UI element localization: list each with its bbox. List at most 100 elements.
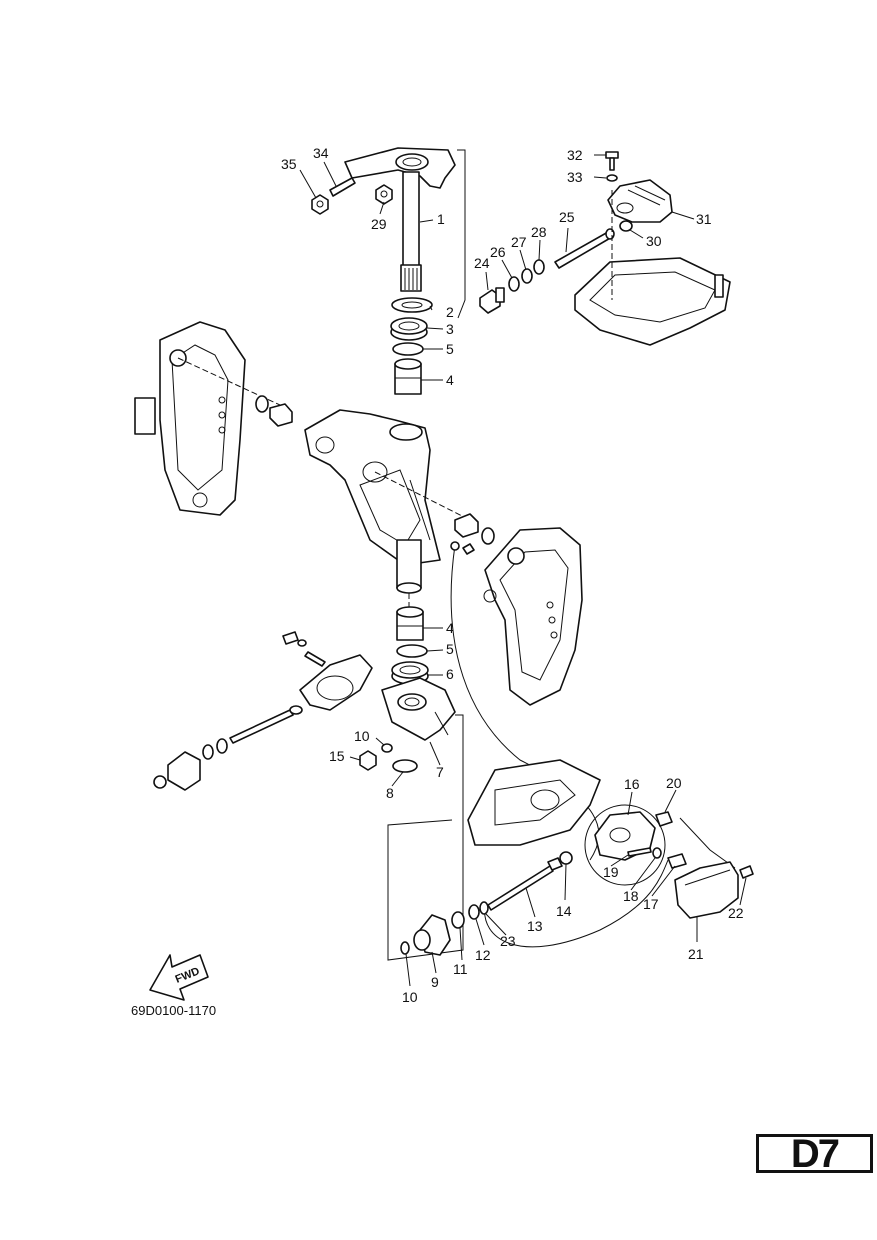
clip-8 (392, 759, 418, 773)
oil-seal-3 (390, 317, 428, 341)
o-ring-5-upper (392, 342, 424, 356)
steering-arm (344, 147, 456, 189)
callout-30: 30 (646, 233, 662, 249)
callout-13: 13 (527, 918, 543, 934)
callout-15: 15 (329, 748, 345, 764)
washer-18 (652, 847, 662, 859)
callout-6: 6 (446, 666, 454, 682)
callout-31: 31 (696, 211, 712, 227)
washer-12 (468, 904, 480, 920)
callout-17: 17 (643, 896, 659, 912)
nut-35 (311, 194, 329, 215)
page-badge-label: D7 (790, 1131, 840, 1176)
bolt-20 (655, 811, 673, 827)
through-bolt-left (202, 705, 303, 760)
oil-seal-6 (391, 661, 429, 685)
callout-18: 18 (623, 888, 639, 904)
callout-4-lower: 4 (446, 620, 454, 636)
bushing-4-lower (396, 606, 424, 641)
washer-2 (391, 297, 433, 313)
fwd-arrow-icon: FWD (149, 954, 209, 1001)
callout-28: 28 (531, 224, 547, 240)
bolt-19 (627, 847, 652, 857)
screw-22 (739, 865, 754, 879)
swivel-housing-top (574, 190, 731, 346)
callout-4-upper: 4 (446, 372, 454, 388)
washer-27 (521, 268, 533, 284)
drawing-code: 69D0100-1170 (131, 1003, 216, 1018)
bushing-4-upper (394, 358, 422, 395)
callout-10-lower: 10 (402, 989, 418, 1005)
clamp-bracket-right (483, 527, 583, 706)
swivel-bracket (304, 409, 441, 566)
lower-mount-16 (584, 804, 666, 886)
exhaust-cover (299, 654, 373, 711)
grease-fitting (450, 541, 475, 555)
steering-shaft (400, 171, 422, 292)
callout-2: 2 (446, 304, 454, 320)
mount-rubber-9 (413, 914, 451, 956)
callout-22: 22 (728, 905, 744, 921)
washer-left (255, 395, 269, 413)
page-badge: D7 (756, 1131, 873, 1176)
through-bolt-13 (487, 857, 563, 911)
callout-10-upper: 10 (354, 728, 370, 744)
callout-34: 34 (313, 145, 329, 161)
callout-29: 29 (371, 216, 387, 232)
callout-24: 24 (474, 255, 490, 271)
clamp-cover-31 (607, 179, 673, 223)
bolt-upper-left (282, 631, 326, 667)
bolt-32 (605, 151, 619, 171)
steering-tube (396, 539, 422, 610)
callout-32: 32 (567, 147, 583, 163)
washer-28 (533, 259, 545, 275)
callout-5-upper: 5 (446, 341, 454, 357)
washer-10-upper (381, 743, 393, 753)
callout-5-lower: 5 (446, 641, 454, 657)
callout-3: 3 (446, 321, 454, 337)
washer-11 (451, 911, 465, 929)
callout-11: 11 (453, 961, 468, 977)
callout-25: 25 (559, 209, 575, 225)
bushing-right (454, 513, 479, 538)
callout-1: 1 (437, 211, 445, 227)
callout-26: 26 (490, 244, 506, 260)
callout-19: 19 (603, 864, 619, 880)
bolt-34 (329, 177, 356, 197)
callout-23: 23 (500, 933, 516, 949)
bushing-left (269, 403, 293, 427)
drive-shaft-housing (467, 759, 601, 846)
callout-21: 21 (688, 946, 704, 962)
callout-35: 35 (281, 156, 297, 172)
lower-mount-bracket (381, 677, 456, 741)
callout-12: 12 (475, 947, 491, 963)
washer-30 (619, 220, 633, 232)
assembly-brackets (387, 149, 736, 961)
callout-9: 9 (431, 974, 439, 990)
washer-10-lower (400, 941, 410, 955)
callout-20: 20 (666, 775, 682, 791)
callout-33: 33 (567, 169, 583, 185)
nut-15 (359, 750, 377, 771)
bolt-17 (667, 853, 687, 869)
grommet-24 (479, 287, 505, 314)
washer-23 (479, 901, 489, 915)
washer-14 (559, 851, 573, 865)
washer-33 (606, 174, 618, 182)
leader-lines (299, 154, 747, 987)
cover-21 (674, 861, 739, 919)
o-ring-5-lower (396, 644, 428, 658)
callout-16: 16 (624, 776, 640, 792)
callout-7: 7 (436, 764, 444, 780)
callout-27: 27 (511, 234, 527, 250)
shaft-25 (554, 228, 615, 269)
clamp-bracket-left (134, 321, 246, 516)
callout-14: 14 (556, 903, 572, 919)
callout-8: 8 (386, 785, 394, 801)
nut-29 (375, 184, 393, 205)
callout-numbers: 35 34 29 1 2 3 5 4 32 33 31 30 25 28 27 … (281, 145, 744, 1005)
mount-rubber-left (153, 751, 201, 791)
washer-right (481, 527, 495, 545)
washer-26 (508, 276, 520, 292)
